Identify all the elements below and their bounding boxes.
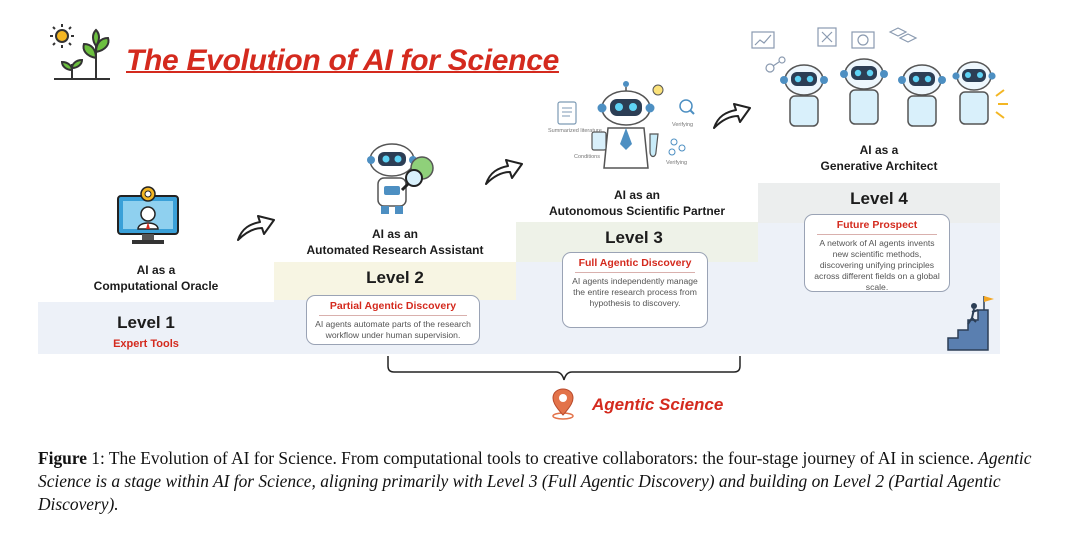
progress-arrow-icon <box>713 103 751 129</box>
level-2-role: AI as an Automated Research Assistant <box>274 226 516 258</box>
level-4-label: Level 4 <box>850 189 908 208</box>
verifying-label-2: Verifying <box>666 160 687 166</box>
computer-oracle-icon <box>117 186 179 244</box>
level-4-role-line-1: AI as a <box>859 143 899 157</box>
level-2-card-title: Partial Agentic Discovery <box>329 300 457 312</box>
progress-arrow-icon <box>485 159 523 185</box>
plant-growth-icon <box>50 24 110 80</box>
level-1-role-line-1: AI as a <box>136 263 176 277</box>
research-assistant-robot-icon <box>367 143 434 214</box>
level-3-label: Level 3 <box>605 228 663 247</box>
verifying-label-1: Verifying <box>672 122 693 128</box>
figure-caption: Figure 1: The Evolution of AI for Scienc… <box>38 447 1048 516</box>
agentic-science-brace <box>387 356 741 381</box>
level-3-card-description: AI agents independently manage the entir… <box>572 276 698 308</box>
level-3-card-title: Full Agentic Discovery <box>578 257 692 269</box>
level-2-card-divider <box>319 315 467 316</box>
level-2-label: Level 2 <box>366 268 424 287</box>
level-1-role: AI as a Computational Oracle <box>38 262 274 294</box>
progress-arrow-icon <box>237 215 275 241</box>
caption-figure-label: Figure <box>38 448 87 468</box>
level-4-card-title: Future Prospect <box>836 219 918 231</box>
agentic-science-label: Agentic Science <box>592 395 724 414</box>
level-3-card-divider <box>575 272 695 273</box>
caption-text: The Evolution of AI for Science. From co… <box>108 448 979 468</box>
location-pin-icon <box>552 388 574 420</box>
level-2-role-line-1: AI as an <box>371 227 419 241</box>
level-2-card-description: AI agents automate parts of the research… <box>315 319 471 340</box>
level-1-step <box>38 302 274 354</box>
level-2-role-line-2: Automated Research Assistant <box>306 243 484 257</box>
summit-climber-icon <box>947 296 994 351</box>
level-1-subtitle: Expert Tools <box>113 338 179 350</box>
level-4-card: Future Prospect A network of AI agents i… <box>804 214 950 292</box>
level-4-role-line-2: Generative Architect <box>820 159 938 173</box>
level-3-card: Full Agentic Discovery AI agents indepen… <box>562 252 708 328</box>
summarized-literature-label: Summarized literature <box>548 128 602 134</box>
generative-architect-robots-icon <box>751 27 1008 127</box>
conditions-label: Conditions <box>574 154 600 160</box>
level-1-label: Level 1 <box>117 313 175 332</box>
caption-figure-number: 1: <box>86 448 109 468</box>
level-4-role: AI as a Generative Architect <box>758 142 1000 174</box>
level-2-card: Partial Agentic Discovery AI agents auto… <box>306 295 480 345</box>
level-4-card-description: A network of AI agents invents new scien… <box>814 238 940 292</box>
level-3-role: AI as an Autonomous Scientific Partner <box>516 187 758 219</box>
scientific-partner-robot-icon: Summarized literature Conditions Verifyi… <box>548 81 695 169</box>
diagram-title: The Evolution of AI for Science <box>126 44 559 77</box>
level-4-card-divider <box>817 234 937 235</box>
level-3-role-line-1: AI as an <box>613 188 661 202</box>
caption-italic-text: Agentic Science is a stage within AI for… <box>38 448 1032 514</box>
level-3-role-line-2: Autonomous Scientific Partner <box>548 204 726 218</box>
level-1-role-line-2: Computational Oracle <box>93 279 219 293</box>
